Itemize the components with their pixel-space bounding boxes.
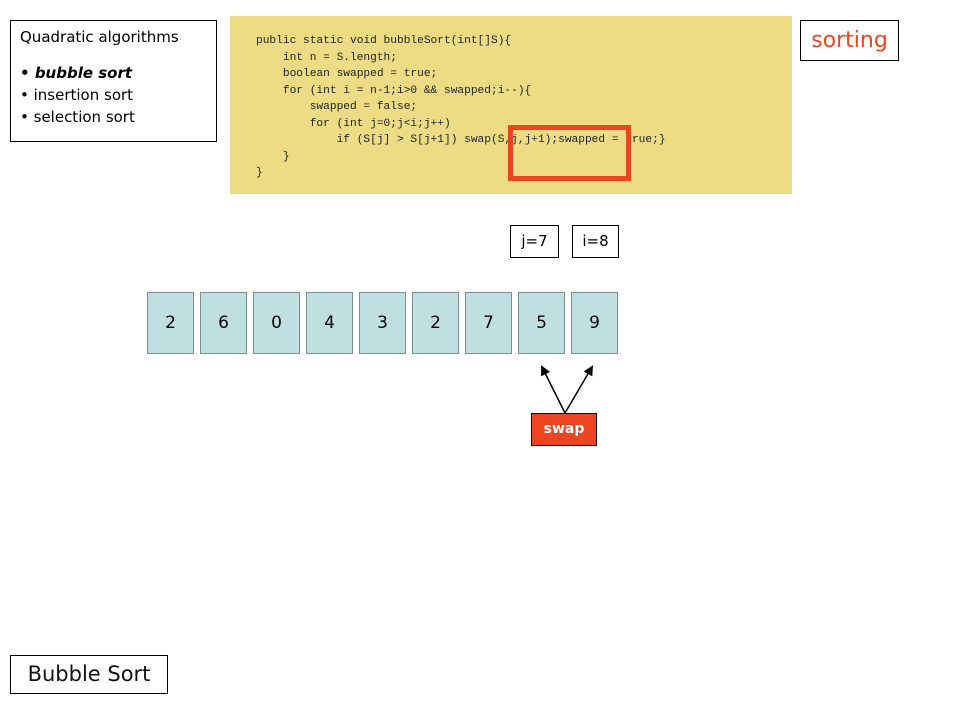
swap-arrow-right bbox=[564, 365, 594, 414]
swap-call-highlight bbox=[508, 125, 631, 181]
code-block: public static void bubbleSort(int[]S){ i… bbox=[256, 33, 666, 182]
array-cell: 4 bbox=[306, 292, 353, 354]
code-line: } bbox=[256, 167, 263, 179]
algorithm-list-heading: Quadratic algorithms bbox=[20, 28, 179, 46]
code-line: boolean swapped = true; bbox=[256, 68, 438, 80]
swap-arrow-left bbox=[541, 365, 566, 414]
array-cell: 2 bbox=[412, 292, 459, 354]
algorithm-item-selection-sort: selection sort bbox=[20, 106, 207, 128]
array-cell: 7 bbox=[465, 292, 512, 354]
algorithm-item-bubble-sort: bubble sort bbox=[20, 62, 207, 84]
array-cell: 0 bbox=[253, 292, 300, 354]
algorithm-item-insertion-sort: insertion sort bbox=[20, 84, 207, 106]
topic-label: sorting bbox=[800, 20, 899, 61]
array-cell: 2 bbox=[147, 292, 194, 354]
i-index-label: i=8 bbox=[572, 225, 619, 258]
code-line: for (int j=0;j<i;j++) bbox=[256, 117, 451, 130]
code-line: } bbox=[256, 150, 290, 163]
array-cell: 5 bbox=[518, 292, 565, 354]
swap-arrows bbox=[541, 365, 594, 414]
array-cell: 3 bbox=[359, 292, 406, 354]
algorithm-list: bubble sort insertion sort selection sor… bbox=[20, 62, 207, 128]
swap-label: swap bbox=[531, 413, 597, 446]
algorithm-list-panel: Quadratic algorithms bubble sort inserti… bbox=[10, 20, 217, 142]
code-line: public static void bubbleSort(int[]S){ bbox=[256, 35, 512, 47]
array-cell: 6 bbox=[200, 292, 247, 354]
code-line: for (int i = n-1;i>0 && swapped;i--){ bbox=[256, 84, 532, 97]
code-line: swapped = false; bbox=[256, 101, 418, 113]
array-cell: 9 bbox=[571, 292, 618, 354]
slide-title: Bubble Sort bbox=[10, 655, 168, 694]
j-index-label: j=7 bbox=[510, 225, 559, 258]
code-line: int n = S.length; bbox=[256, 51, 397, 64]
code-line: if (S[j] > S[j+1]) swap(S,j,j+1);swapped… bbox=[256, 134, 666, 146]
